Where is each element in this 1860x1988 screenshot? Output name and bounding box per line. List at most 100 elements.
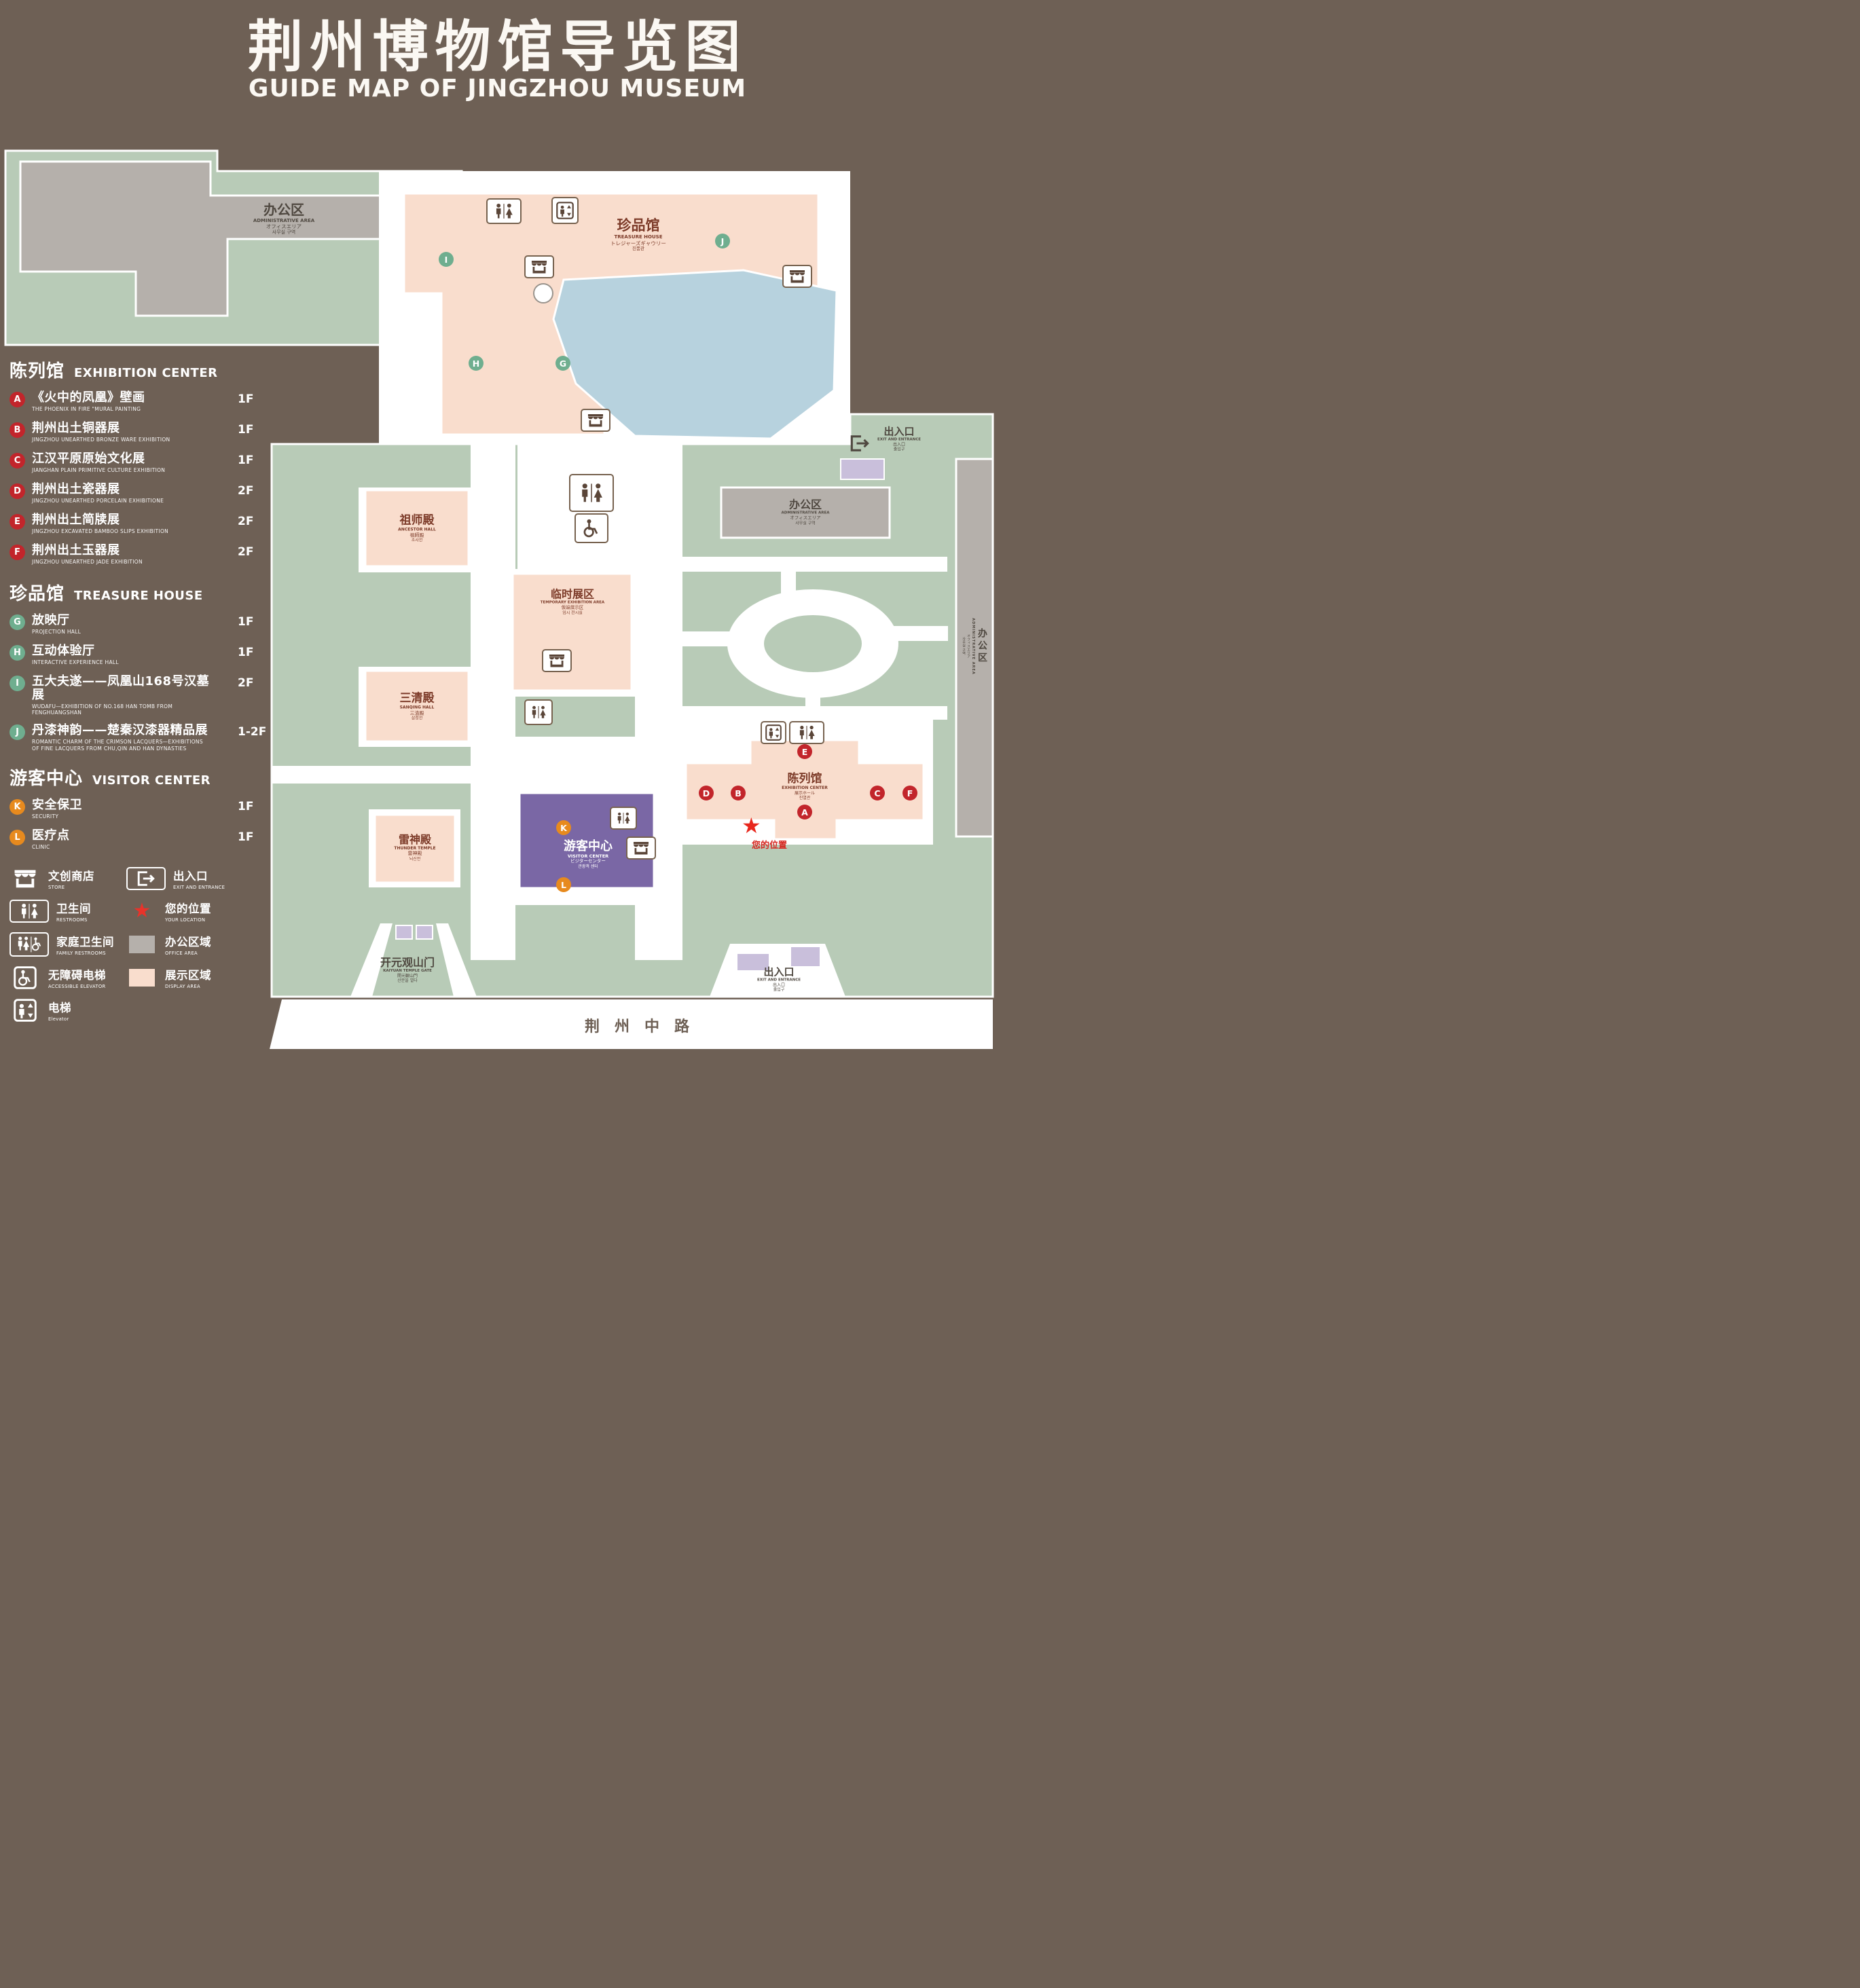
- page-subtitle: GUIDE MAP OF JINGZHOU MUSEUM: [248, 75, 747, 103]
- exhibition-center-name-jp: 展示ホール: [794, 790, 815, 796]
- map-marker-e: E: [797, 744, 812, 759]
- legend-symbol-grid: 文创商店 STORE 出入口 EXIT AND ENTRANCE 卫生间 RES…: [10, 867, 269, 1022]
- symbol-name-en: STORE: [48, 885, 65, 891]
- marker-badge: A: [10, 392, 25, 407]
- item-name: 丹漆神韵——楚秦汉漆器精品展: [32, 723, 208, 738]
- symbol-name: 办公区域: [165, 936, 211, 949]
- map-label-exit-top: 出入口 EXIT AND ENTRANCE 出入口 출입구: [877, 426, 921, 452]
- floor-label: 1-2F: [238, 725, 267, 739]
- item-name: 医疗点: [32, 828, 70, 843]
- map-marker-g: G: [555, 356, 570, 371]
- map-marker-a: A: [797, 805, 812, 820]
- legend-item-f: F 荆州出土玉器展 JINGZHOU UNEARTHED JADE EXHIBI…: [10, 544, 269, 567]
- map-marker-h: H: [469, 356, 484, 371]
- family-restroom-icon: [10, 932, 49, 957]
- legend-item-d: D 荆州出土瓷器展 JINGZHOU UNEARTHED PORCELAIN E…: [10, 483, 269, 506]
- map-label-thunder-temple: 雷神殿 THUNDER TEMPLE 雷神殿 뇌신전: [394, 833, 435, 862]
- exit-name: 出入口: [763, 965, 795, 978]
- kaiyuan-gate-name-en: KAIYUAN TEMPLE GATE: [383, 969, 432, 974]
- item-name-en: JINGZHOU EXCAVATED BAMBOO SLIPS EXHIBITI…: [32, 528, 169, 534]
- admin-area-name-en: ADMINISTRATIVE AREA: [781, 511, 830, 515]
- item-name-en: JINGZHOU UNEARTHED PORCELAIN EXHIBITIONE: [32, 497, 164, 504]
- marker-badge: D: [10, 483, 25, 499]
- symbol-name-en: Elevator: [48, 1016, 69, 1023]
- store-icon: [581, 409, 610, 432]
- section-title-en: EXHIBITION CENTER: [74, 366, 218, 380]
- item-name-en: INTERACTIVE EXPERIENCE HALL: [32, 659, 119, 665]
- legend-item-e: E 荆州出土简牍展 JINGZHOU EXCAVATED BAMBOO SLIP…: [10, 513, 269, 536]
- store-icon: [626, 836, 656, 860]
- symbol-name-en: DISPLAY AREA: [165, 984, 200, 990]
- map-marker-l: L: [556, 877, 571, 892]
- temporary-exhibition-name: 临时展区: [550, 587, 594, 601]
- symbol-name: 您的位置: [165, 902, 211, 916]
- restroom-icon: [610, 807, 637, 830]
- sanqing-hall-name-en: SANQING HALL: [399, 705, 435, 710]
- map-canvas: [4, 149, 994, 1049]
- floor-label: 1F: [238, 800, 254, 814]
- legend-symbol-exit: 出入口 EXIT AND ENTRANCE: [126, 867, 269, 891]
- map-label-admin-area-strip: 办公区 ADMINISTRATIVE AREA オフィスエリア 사무실 구역: [962, 618, 989, 675]
- item-name: 互动体验厅: [32, 644, 95, 658]
- exhibition-center-name: 陈列馆: [787, 772, 822, 786]
- ancestor-hall-name-kr: 조사전: [411, 538, 423, 543]
- restroom-icon: [10, 900, 49, 923]
- map-label-sanqing-hall: 三清殿 SANQING HALL 三清殿 삼청전: [400, 691, 435, 720]
- map-label-admin-area-right: 办公区 ADMINISTRATIVE AREA オフィスエリア 사무실 구역: [781, 498, 829, 526]
- sanqing-hall-name-jp: 三清殿: [409, 710, 424, 716]
- item-name: 荆州出土玉器展: [32, 543, 120, 557]
- treasure-house-name-jp: トレジャーズギャウリー: [610, 240, 666, 246]
- legend-section-header-treasure-house: 珍品馆 TREASURE HOUSE: [10, 580, 269, 605]
- floor-label: 2F: [238, 676, 254, 690]
- symbol-name-en: FAMILY RESTROOMS: [56, 951, 106, 957]
- visitor-center-name-kr: 관광객 센터: [578, 864, 598, 869]
- map-label-your-location: 您的位置: [752, 841, 787, 851]
- map-marker-f: F: [902, 786, 917, 800]
- legend-symbol-elevator: 电梯 Elevator: [10, 999, 126, 1022]
- floor-label: 1F: [238, 830, 254, 845]
- map-marker-j: J: [715, 234, 730, 248]
- floor-label: 2F: [238, 484, 254, 498]
- item-name: 荆州出土铜器展: [32, 421, 120, 435]
- exit-name-kr: 출입구: [893, 447, 905, 452]
- admin-area-name: 办公区: [788, 498, 822, 511]
- store-icon: [10, 869, 41, 888]
- admin-area-name-kr: 사무실 구역: [962, 637, 966, 656]
- legend-symbol-office-area: 办公区域 OFFICE AREA: [126, 932, 269, 957]
- admin-area-name-en: ADMINISTRATIVE AREA: [971, 618, 975, 675]
- section-title: 陈列馆: [10, 361, 65, 382]
- marker-badge: I: [10, 676, 25, 691]
- legend-section-header-visitor-center: 游客中心 VISITOR CENTER: [10, 765, 269, 790]
- thunder-temple-name-jp: 雷神殿: [407, 851, 422, 857]
- symbol-name-en: YOUR LOCATION: [165, 917, 206, 923]
- exit-name-jp: 出入口: [772, 982, 785, 988]
- accessible-elevator-icon: [10, 966, 41, 989]
- exit-icon: [847, 433, 872, 454]
- restroom-icon: [524, 699, 553, 725]
- floor-label: 2F: [238, 545, 254, 559]
- elevator-icon: [761, 721, 786, 744]
- section-title: 游客中心: [10, 769, 84, 790]
- floor-label: 1F: [238, 392, 254, 406]
- your-location-text: 您的位置: [751, 841, 788, 851]
- symbol-name: 家庭卫生间: [56, 936, 114, 949]
- temporary-exhibition-name-kr: 임시 전시실: [562, 610, 583, 616]
- map-label-road: 荆州中路: [584, 1018, 705, 1035]
- legend-section-header-exhibition-center: 陈列馆 EXHIBITION CENTER: [10, 357, 269, 382]
- exit-name-en: EXIT AND ENTRANCE: [877, 437, 922, 442]
- symbol-name: 电梯: [48, 1001, 71, 1015]
- restroom-icon: [569, 474, 614, 512]
- symbol-name: 无障碍电梯: [48, 969, 106, 982]
- kaiyuan-gate-name-kr: 산문을 열다: [397, 978, 418, 983]
- legend-symbol-display-area: 展示区域 DISPLAY AREA: [126, 966, 269, 989]
- legend-symbol-your-location: ★ 您的位置 YOUR LOCATION: [126, 900, 269, 923]
- ancestor-hall-name-jp: 祖師殿: [409, 532, 424, 538]
- legend-item-h: H 互动体验厅 INTERACTIVE EXPERIENCE HALL 1F: [10, 644, 269, 667]
- item-name-en: JIANGHAN PLAIN PRIMITIVE CULTURE EXHIBIT…: [32, 466, 166, 473]
- map-marker-d: D: [699, 786, 714, 800]
- legend-item-i: I 五大夫遂——凤凰山168号汉墓展 WUDAFU—EXHIBITION OF …: [10, 675, 269, 716]
- item-name-en: SECURITY: [32, 813, 59, 820]
- item-name: 江汉平原原始文化展: [32, 452, 145, 466]
- item-name: 荆州出土瓷器展: [32, 482, 120, 496]
- item-name: 安全保卫: [32, 798, 82, 813]
